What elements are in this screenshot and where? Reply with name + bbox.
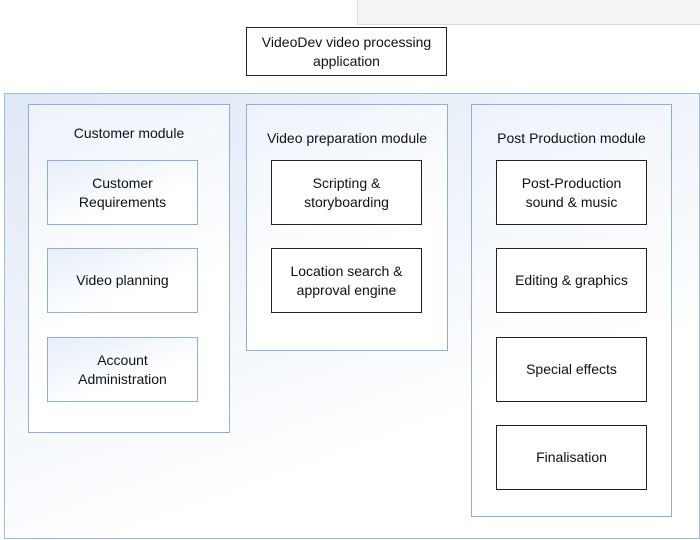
post-production-sound-music-label: Post-Production sound & music <box>521 174 622 210</box>
special-effects-label: Special effects <box>526 361 617 377</box>
finalisation-label: Finalisation <box>536 449 607 465</box>
account-administration-label: Account Administration <box>78 351 167 387</box>
customer-requirements-box: Customer Requirements <box>47 160 198 225</box>
finalisation-box: Finalisation <box>496 425 647 490</box>
application-title-text: VideoDev video processing application <box>261 33 432 69</box>
post-production-sound-music-box: Post-Production sound & music <box>496 160 647 225</box>
customer-module: Customer module Customer Requirements Vi… <box>28 104 230 433</box>
video-planning-label: Video planning <box>76 272 169 288</box>
editing-graphics-box: Editing & graphics <box>496 248 647 313</box>
video-planning-box: Video planning <box>47 248 198 313</box>
editing-graphics-label: Editing & graphics <box>515 272 628 288</box>
customer-requirements-label: Customer Requirements <box>78 174 167 210</box>
customer-module-title: Customer module <box>73 125 185 141</box>
post-production-module: Post Production module Post-Production s… <box>471 104 672 517</box>
location-search-approval-box: Location search & approval engine <box>271 248 422 313</box>
location-search-approval-label: Location search & approval engine <box>290 262 403 298</box>
account-administration-box: Account Administration <box>47 337 198 402</box>
scripting-storyboarding-box: Scripting & storyboarding <box>271 160 422 225</box>
video-preparation-module-title: Video preparation module <box>266 130 428 146</box>
post-production-module-title: Post Production module <box>497 130 646 146</box>
special-effects-box: Special effects <box>496 337 647 402</box>
background-panel <box>357 0 700 25</box>
video-preparation-module: Video preparation module Scripting & sto… <box>246 104 448 351</box>
scripting-storyboarding-label: Scripting & storyboarding <box>304 174 389 210</box>
application-title-box: VideoDev video processing application <box>246 27 447 76</box>
